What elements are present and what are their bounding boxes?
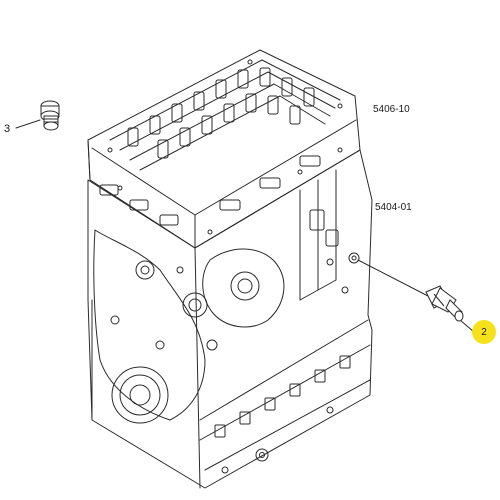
part-number-3: 3 <box>4 123 11 135</box>
cylinder-head <box>87 49 361 249</box>
leader-line-3 <box>15 119 41 129</box>
group-label-engine-block: 5404-01 <box>375 202 412 213</box>
part-number-2-highlight[interactable]: 2 <box>472 320 496 344</box>
part-number-2: 2 <box>481 326 487 338</box>
leader-line-2 <box>357 259 429 297</box>
sensor-icon <box>425 285 464 322</box>
engine-block <box>87 149 373 489</box>
plug-icon <box>40 100 60 131</box>
leader-line-2b <box>459 319 475 333</box>
group-label-cylinder-head: 5406-10 <box>373 104 410 115</box>
